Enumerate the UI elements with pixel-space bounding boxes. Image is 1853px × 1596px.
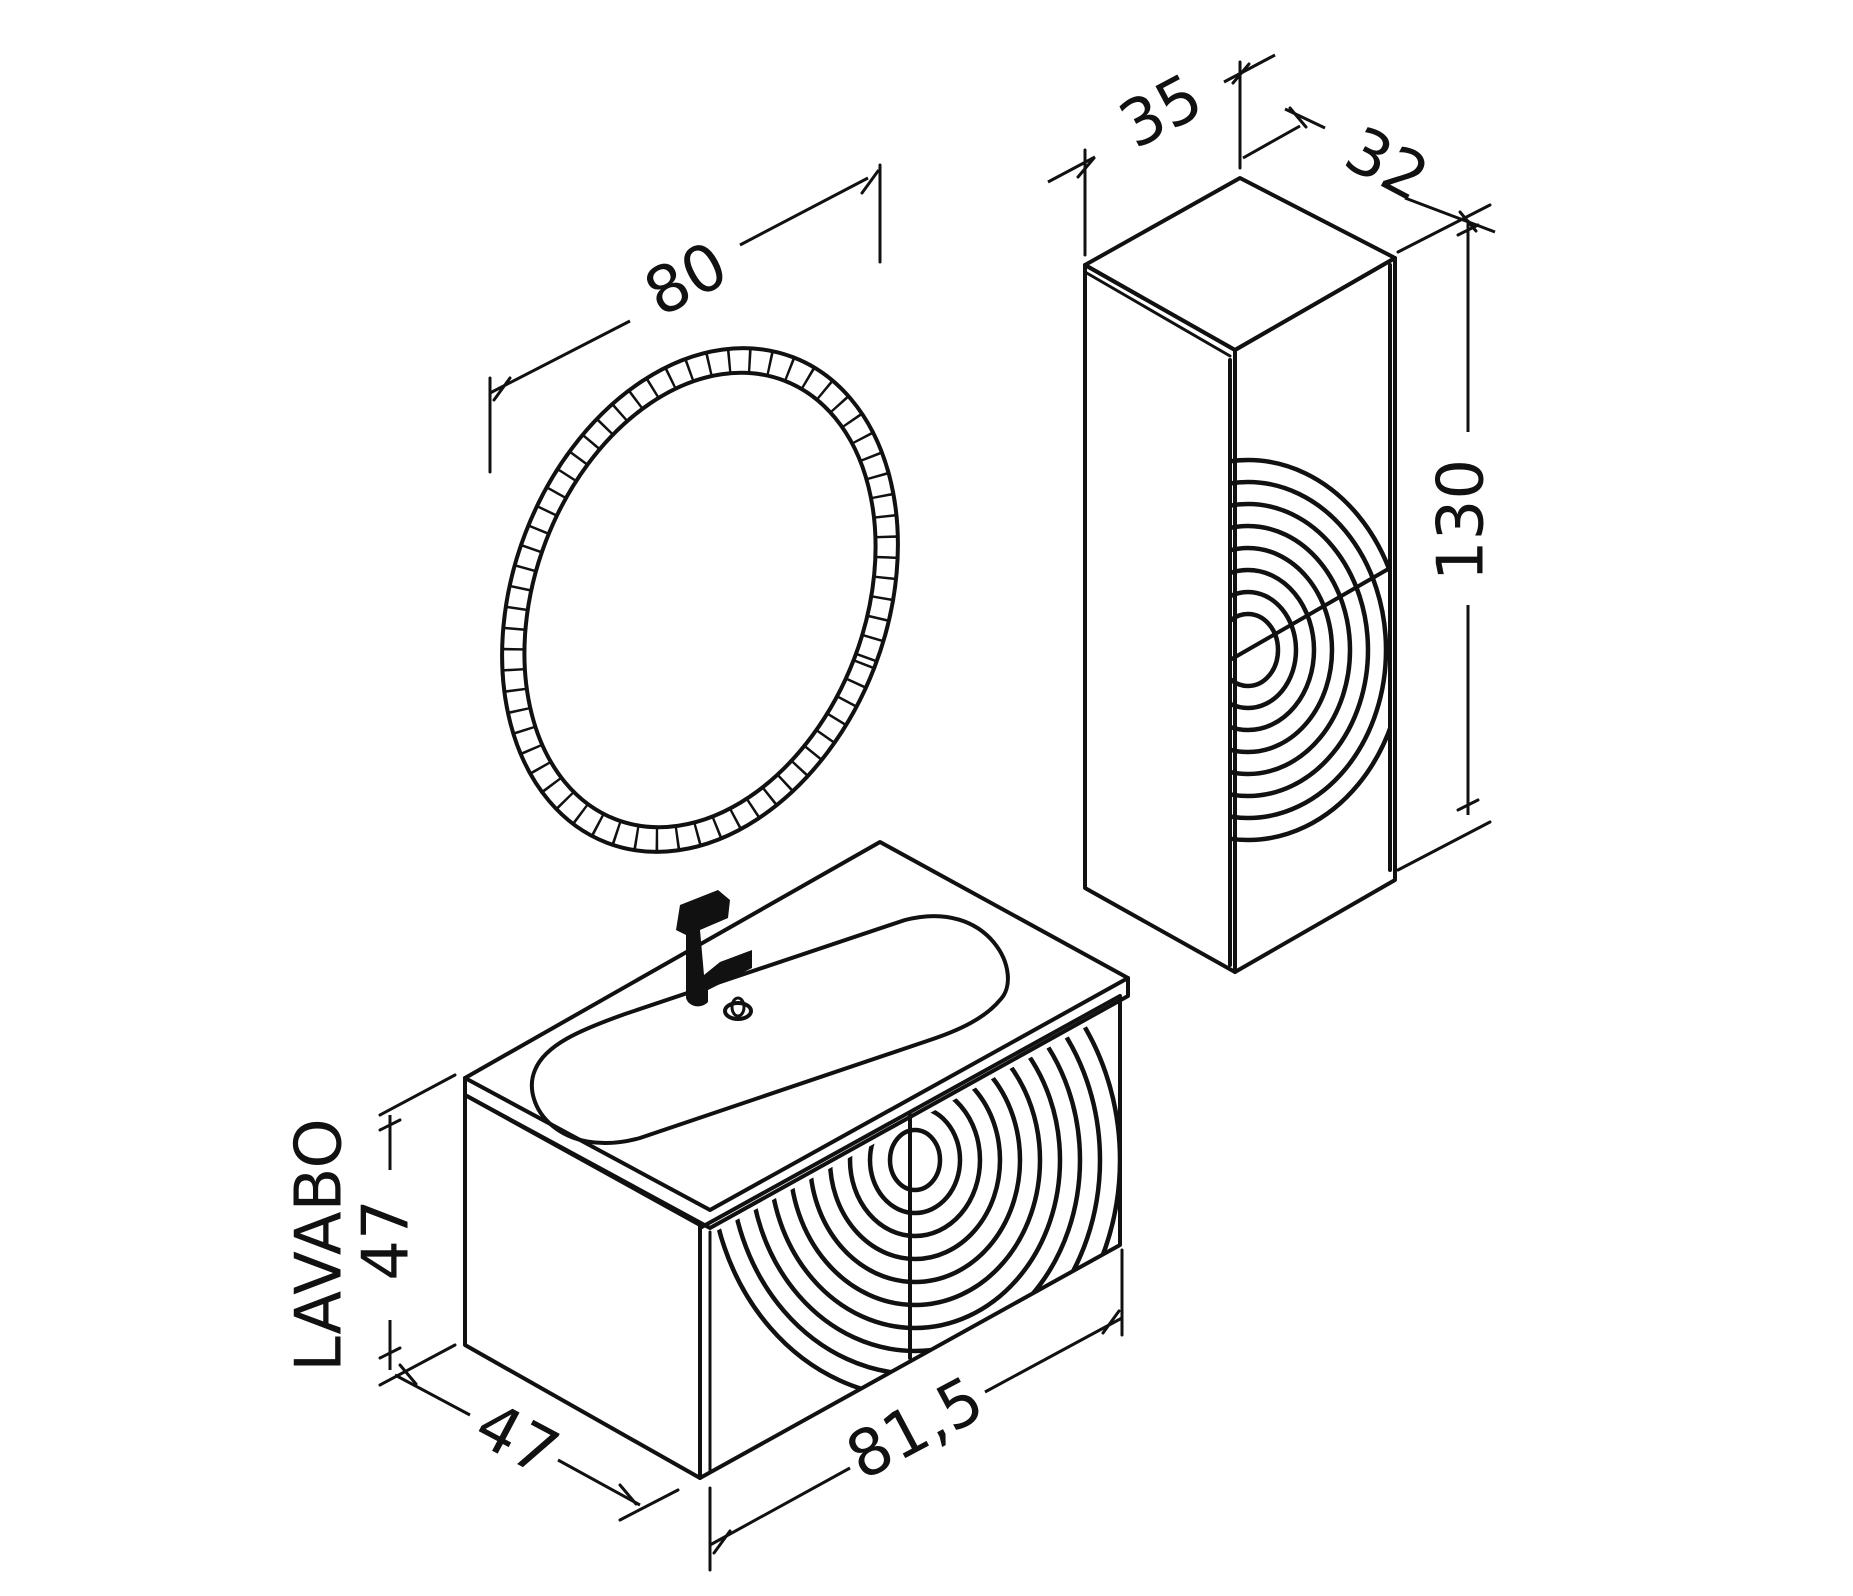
vanity-height-label: 47 xyxy=(350,1199,424,1280)
cabinet-width-label: 35 xyxy=(1108,60,1215,164)
vanity-width-label: 81,5 xyxy=(835,1363,996,1495)
vanity-name-label: LAVABO xyxy=(283,1118,357,1371)
oval-mirror xyxy=(500,346,900,854)
cabinet-depth-label: 32 xyxy=(1333,113,1440,217)
cabinet-door-rings xyxy=(1230,457,1390,843)
mirror-width-dimension: 80 xyxy=(488,163,882,474)
mirror-tile-frame xyxy=(502,349,898,851)
cabinet-depth-dimension: 32 xyxy=(1242,106,1496,234)
cabinet-height-label: 130 xyxy=(1425,459,1499,581)
vanity-depth-label: 47 xyxy=(463,1388,570,1492)
vanity-height-dimension: 47 LAVABO xyxy=(283,1073,457,1387)
vanity-door-rings xyxy=(707,1008,1120,1400)
tall-cabinet xyxy=(1083,176,1397,974)
faucet-icon xyxy=(676,890,752,1007)
cabinet-width-dimension: 35 xyxy=(1047,53,1276,257)
cabinet-height-dimension: 130 xyxy=(1396,203,1499,872)
mirror-width-label: 80 xyxy=(633,228,740,332)
vanity-unit xyxy=(463,840,1130,1480)
